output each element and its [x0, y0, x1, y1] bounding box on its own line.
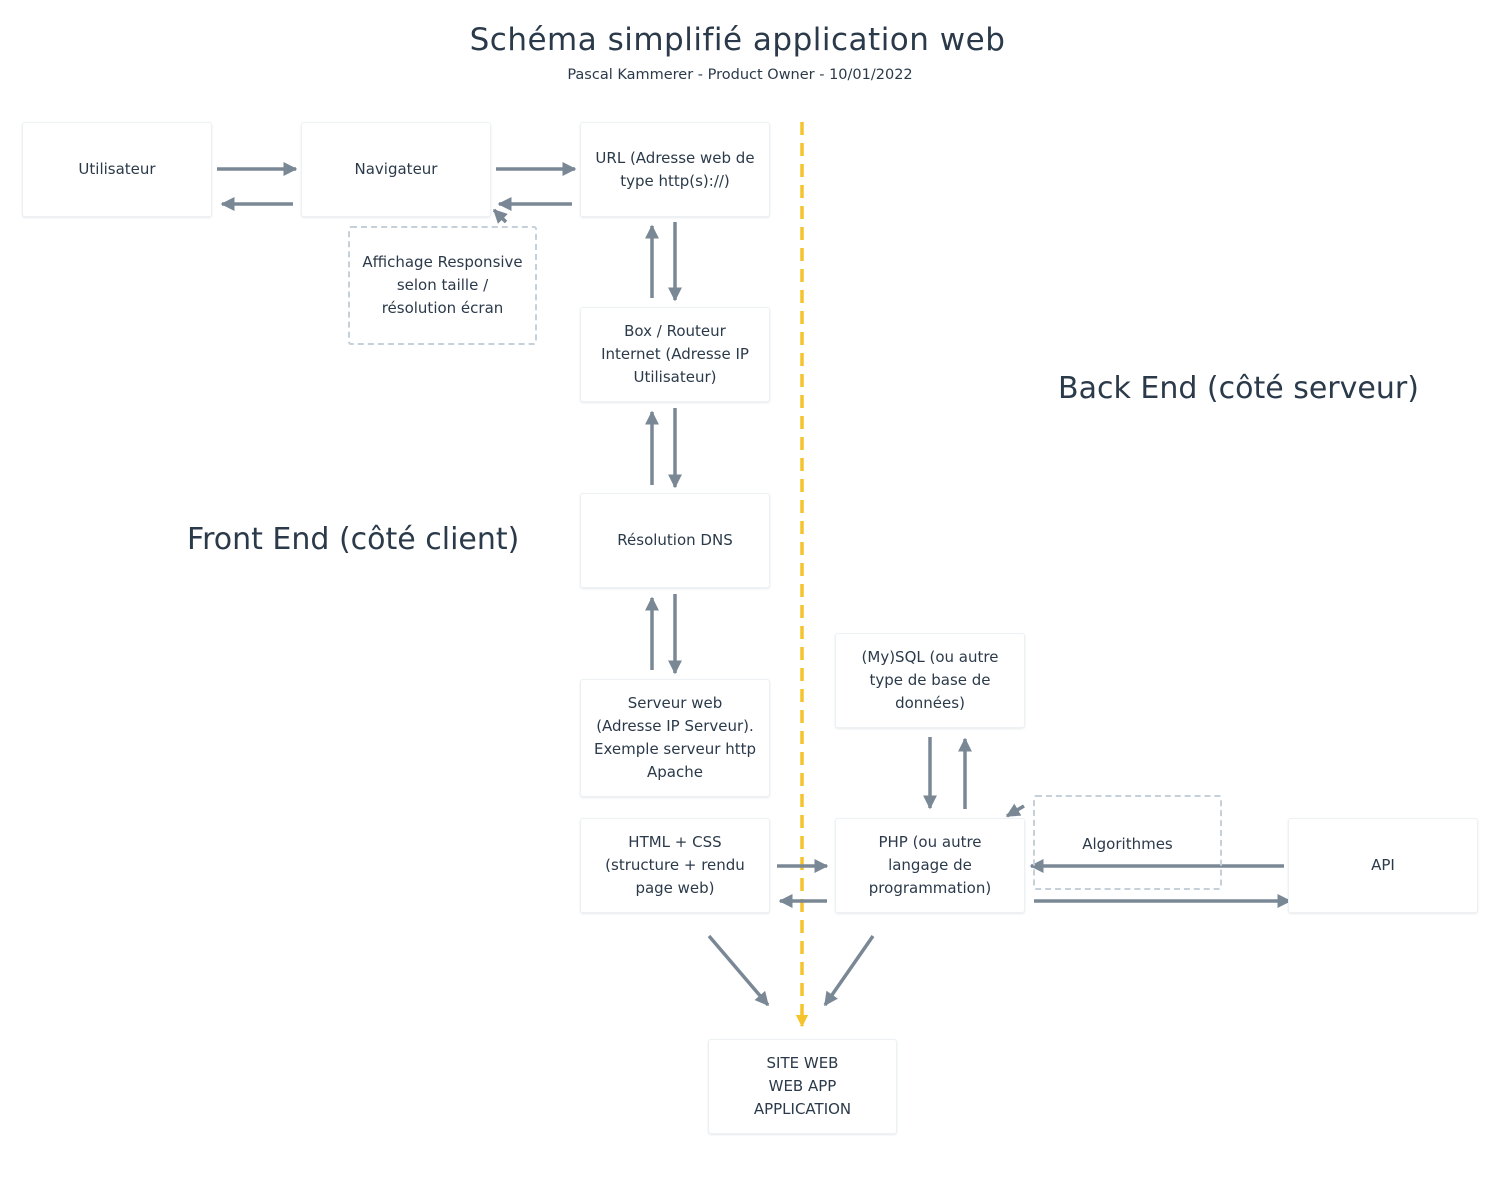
front-end-label: Front End (côté client) — [187, 522, 520, 557]
node-resolution-dns: Résolution DNS — [580, 493, 770, 588]
node-utilisateur: Utilisateur — [22, 122, 212, 217]
diagram-subtitle: Pascal Kammerer - Product Owner - 10/01/… — [567, 67, 913, 83]
node-affichage-responsive: Affichage Responsive selon taille / réso… — [348, 226, 537, 345]
node-site-web: SITE WEB WEB APP APPLICATION — [708, 1039, 897, 1134]
diagram-title: Schéma simplifié application web — [469, 22, 1006, 58]
node-url: URL (Adresse web de type http(s)://) — [580, 122, 770, 217]
arrow-algorithmes-to-php — [1005, 803, 1025, 818]
node-html-css: HTML + CSS (structure + rendu page web) — [580, 818, 770, 913]
node-box-routeur: Box / Routeur Internet (Adresse IP Utili… — [580, 307, 770, 402]
node-api: API — [1288, 818, 1478, 913]
node-serveur-web: Serveur web (Adresse IP Serveur). Exempl… — [580, 679, 770, 797]
node-navigateur: Navigateur — [301, 122, 491, 217]
arrow-php-to-site — [823, 935, 875, 1007]
node-php: PHP (ou autre langage de programmation) — [835, 818, 1025, 913]
arrow-affichage-to-navigateur — [492, 208, 508, 224]
back-end-label: Back End (côté serveur) — [1058, 371, 1419, 406]
arrow-html-to-site — [707, 934, 770, 1007]
node-mysql: (My)SQL (ou autre type de base de donnée… — [835, 633, 1025, 728]
node-algorithmes: Algorithmes — [1033, 795, 1222, 890]
